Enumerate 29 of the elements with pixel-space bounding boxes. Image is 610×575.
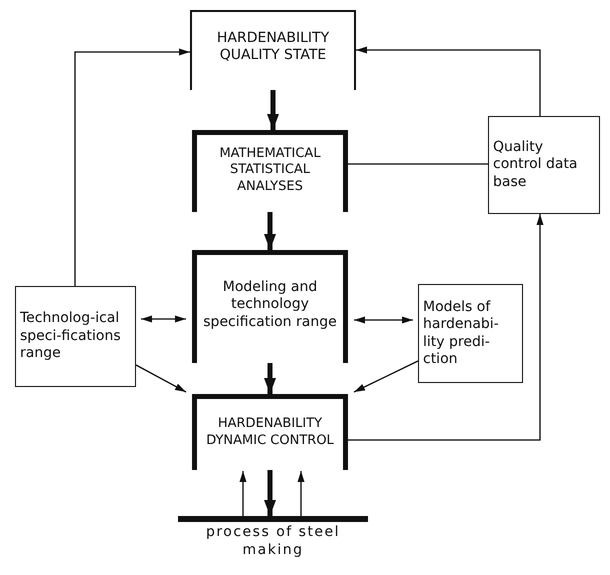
arrow [348,214,544,441]
node-text: HARDENABILITY DYNAMIC CONTROL [205,416,335,449]
arrow [240,471,246,516]
arrow [264,470,276,516]
arrow [136,364,186,393]
node-text: Technolog-ical speci-fications range [20,310,122,363]
arrow [264,212,276,250]
input-box [488,116,600,214]
node-text: process of steel making [204,524,342,559]
node-text: Models of hardenabi-lity predi-ction [423,298,500,368]
input-box [15,286,136,387]
process-box [190,10,356,90]
arrow [298,471,304,516]
process-box [192,394,348,470]
node-text: Quality control data base [493,138,579,192]
arrow [354,316,413,324]
node-text: HARDENABILITY QUALITY STATE [216,30,330,64]
arrow [264,363,276,394]
node-text: MATHEMATICAL STATISTICAL ANALYSES [218,146,322,195]
arrow [354,360,418,393]
connector-line [348,163,488,165]
node-text: Modeling and technology specification range [203,278,337,332]
arrow [356,46,541,116]
arrow [74,48,190,286]
input-box [418,284,523,383]
arrow [141,316,186,322]
process-box [192,130,348,212]
process-box [192,250,348,363]
arrow [267,90,279,130]
